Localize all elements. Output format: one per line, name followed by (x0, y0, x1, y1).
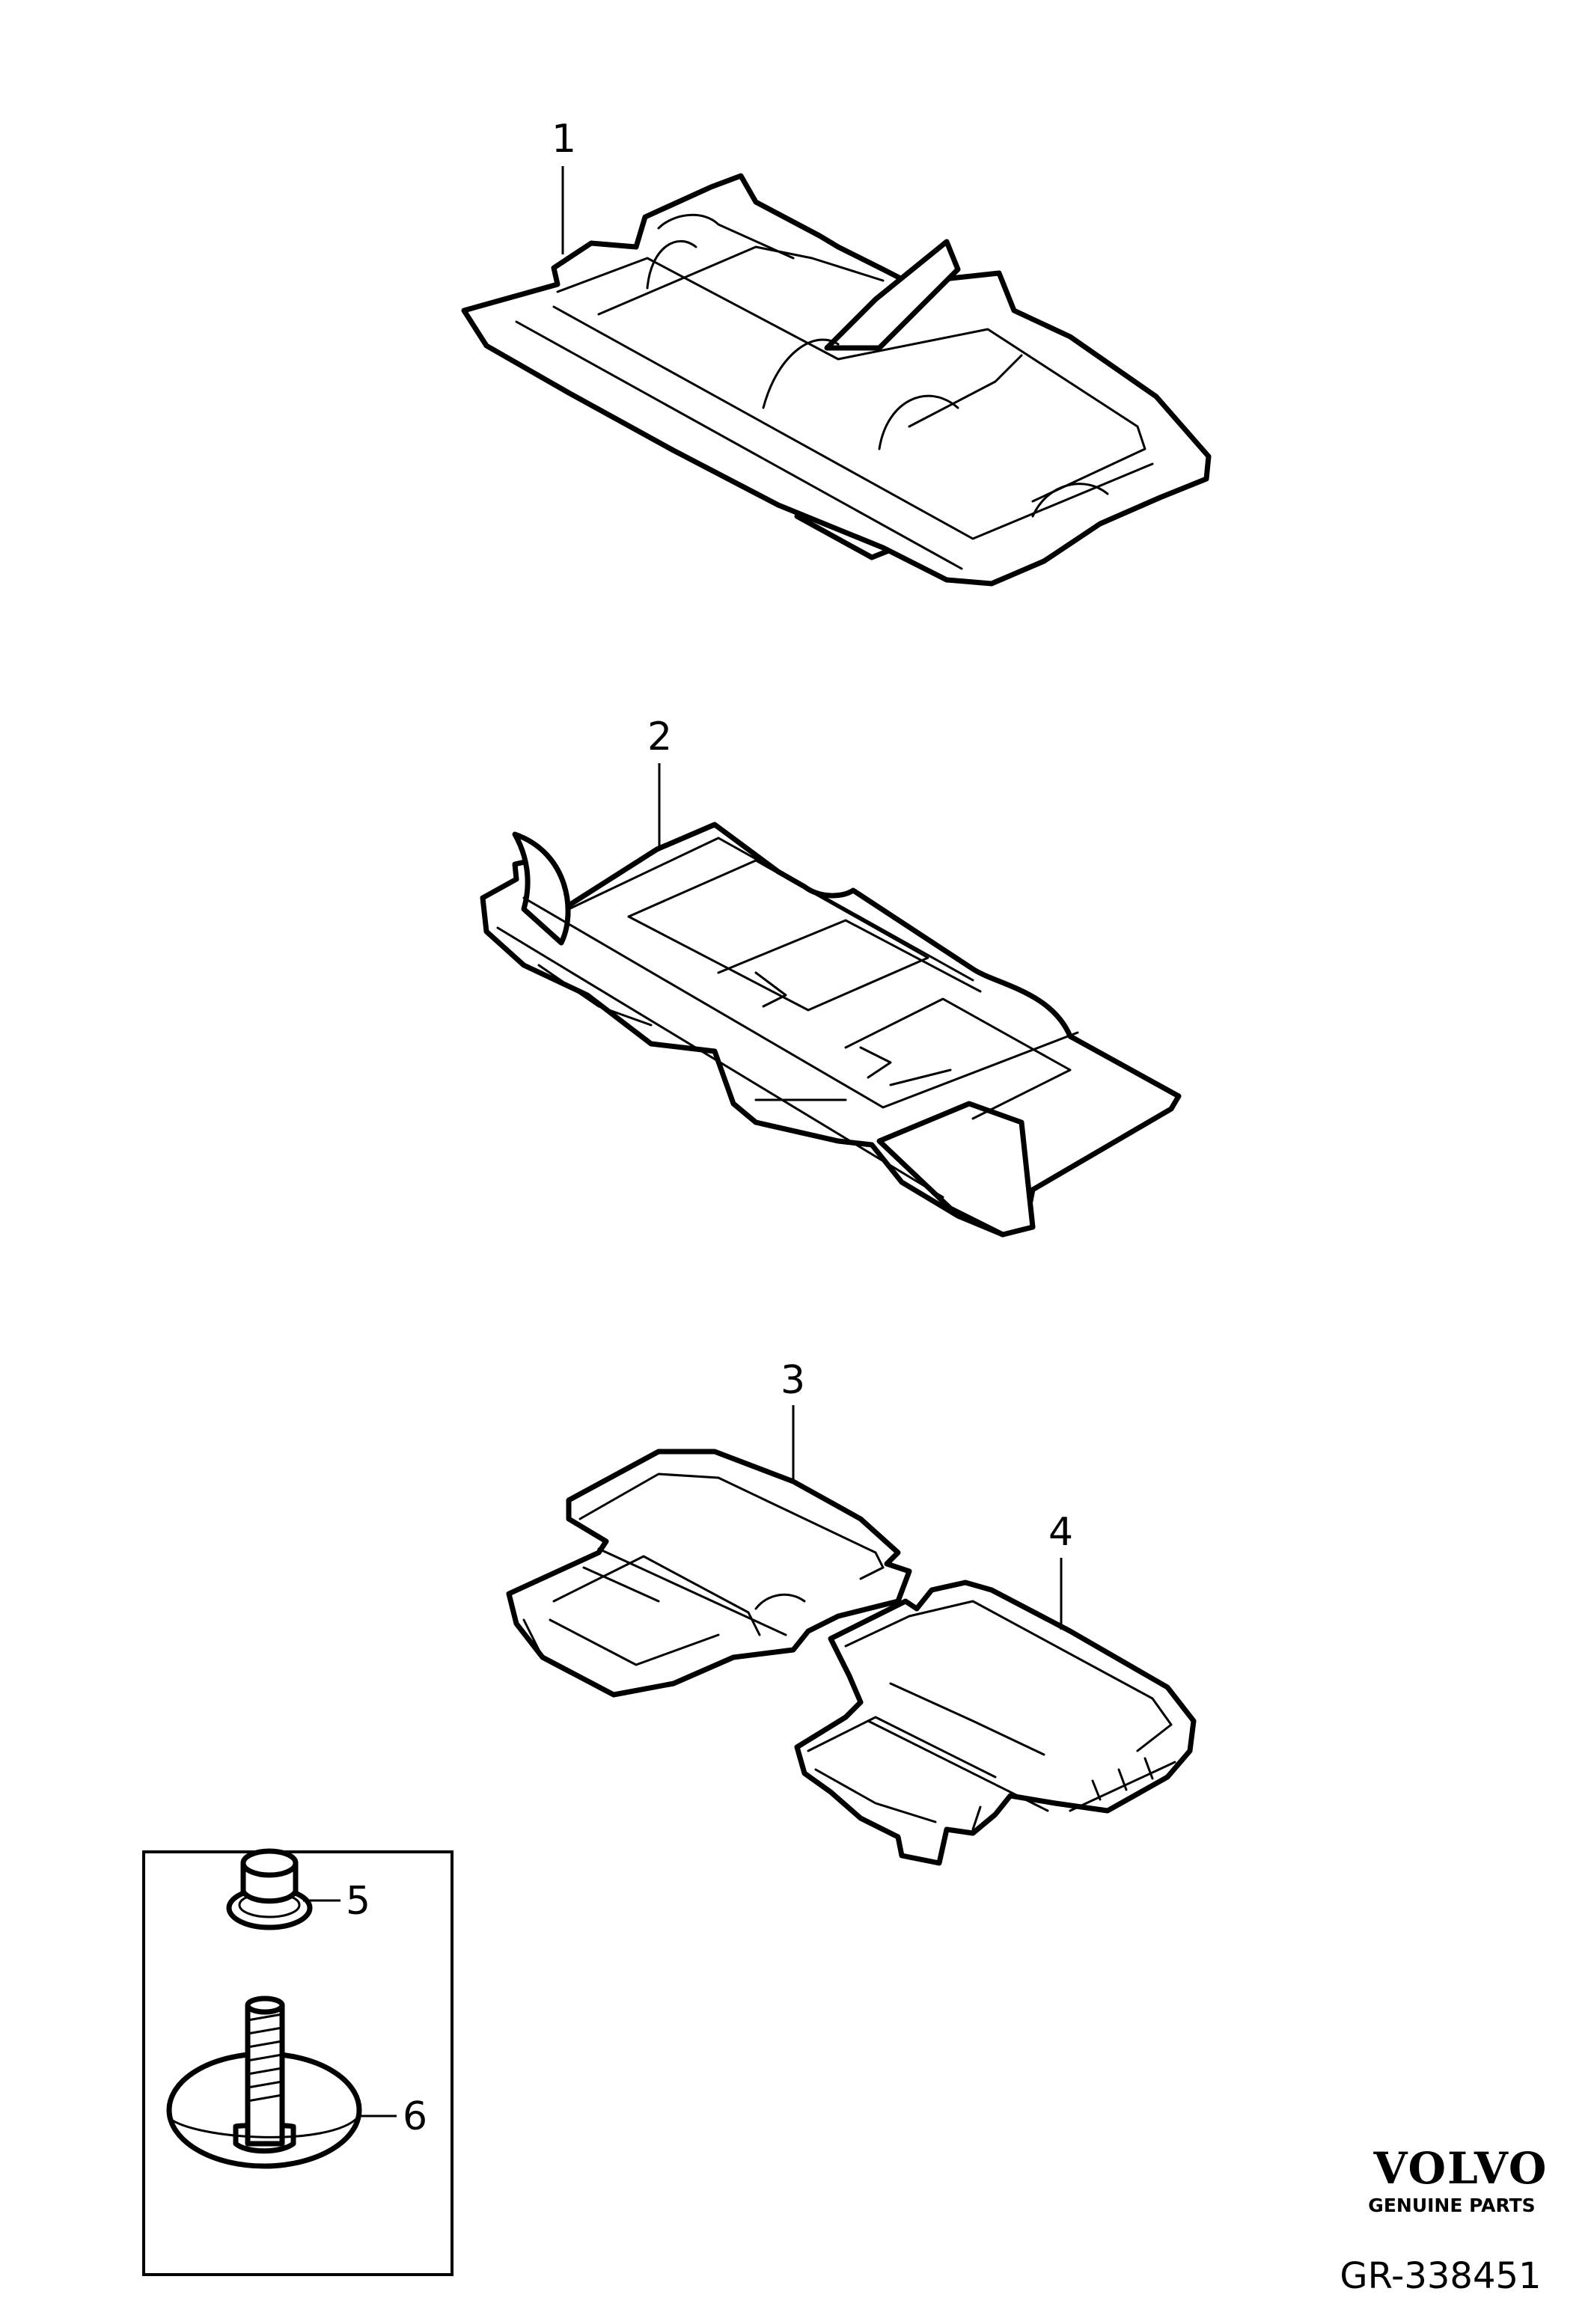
diagram-reference: GR-338451 (1340, 2255, 1541, 2297)
part-1-floor-mat (461, 173, 1212, 587)
brand-tagline: GENUINE PARTS (1368, 2195, 1535, 2216)
brand-logo: VOLVO (1373, 2143, 1548, 2194)
callout-1: 1 (552, 117, 576, 162)
part-3-floor-mat (506, 1449, 912, 1698)
callout-4: 4 (1048, 1510, 1073, 1555)
callout-5: 5 (346, 1879, 370, 1924)
fastener-inset-box (142, 1850, 454, 2276)
callout-2: 2 (647, 715, 672, 759)
part-2-floor-mat (480, 822, 1182, 1238)
part-4-floor-mat (794, 1580, 1197, 1866)
part-5-clip (226, 1848, 313, 1930)
callout-6: 6 (403, 2094, 427, 2139)
callout-3: 3 (781, 1358, 805, 1403)
part-6-stud (166, 1996, 362, 2169)
